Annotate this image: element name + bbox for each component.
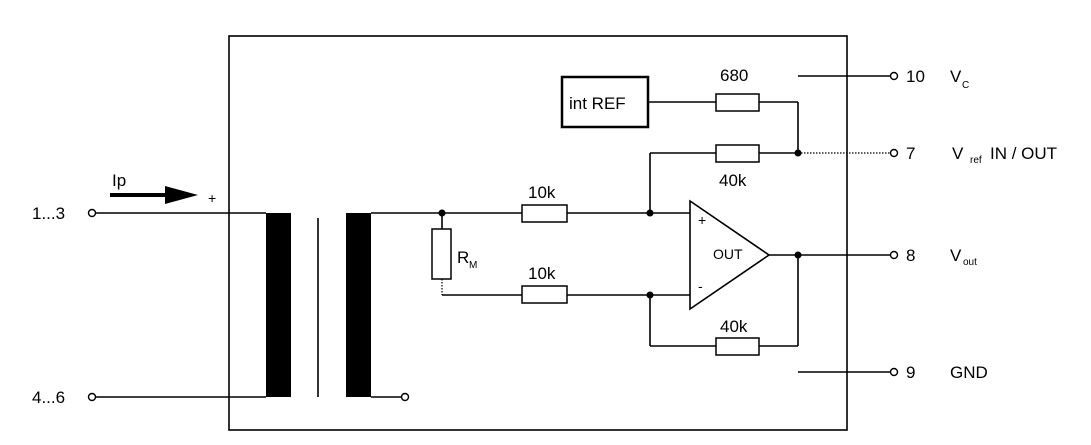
pin-10-terminal [889, 71, 899, 81]
resistor-40k-bottom-label: 40k [720, 317, 748, 336]
resistor-40k-bottom [715, 337, 760, 356]
rm-label: R [457, 248, 469, 267]
opamp-plus-label: + [698, 212, 706, 228]
vref-label: V [952, 144, 964, 163]
internal-reference-block [560, 75, 650, 129]
resistor-10k-bottom-label: 10k [528, 264, 556, 283]
resistor-10k-top [521, 204, 568, 223]
pin-7-terminal [889, 148, 899, 158]
resistor-40k-top-label: 40k [719, 171, 747, 190]
pin-8-label: 8 [906, 246, 915, 265]
current-arrow-head [165, 186, 198, 204]
pin-10-label: 10 [906, 67, 925, 86]
internal-reference-label: int REF [569, 94, 626, 113]
opamp-out-label: OUT [713, 246, 743, 262]
pin-7-label: 7 [906, 144, 915, 163]
rm-resistor [431, 228, 452, 280]
secondary-winding [346, 213, 371, 397]
primary-winding [266, 213, 291, 397]
pin-4-6-label: 4...6 [32, 388, 65, 407]
module-enclosure [228, 35, 848, 431]
secondary-bottom-terminal [400, 392, 410, 402]
pin-9-label: 9 [906, 363, 915, 382]
gnd-label: GND [950, 363, 988, 382]
pin-1-3-terminal [87, 208, 97, 218]
vc-label: V [950, 67, 962, 86]
resistor-680 [715, 93, 760, 112]
pin-9-terminal [889, 367, 899, 377]
resistor-10k-top-label: 10k [528, 183, 556, 202]
vout-label-sub: out [963, 257, 977, 268]
vref-label-tail: IN / OUT [990, 144, 1057, 163]
resistor-10k-bottom [521, 285, 568, 304]
opamp-triangle [689, 199, 771, 311]
vout-label: V [950, 246, 962, 265]
pin-1-3-label: 1...3 [32, 204, 65, 223]
resistor-680-label: 680 [720, 66, 748, 85]
current-label: Ip [112, 171, 126, 190]
pin-8-terminal [889, 250, 899, 260]
rm-label-sub: M [469, 260, 477, 271]
resistor-40k-top [715, 144, 760, 163]
vc-label-sub: C [962, 80, 969, 91]
primary-plus-sign: + [208, 190, 216, 206]
pin-4-6-terminal [87, 392, 97, 402]
opamp-minus-label: - [698, 278, 703, 294]
vref-label-sub: ref [970, 155, 982, 166]
